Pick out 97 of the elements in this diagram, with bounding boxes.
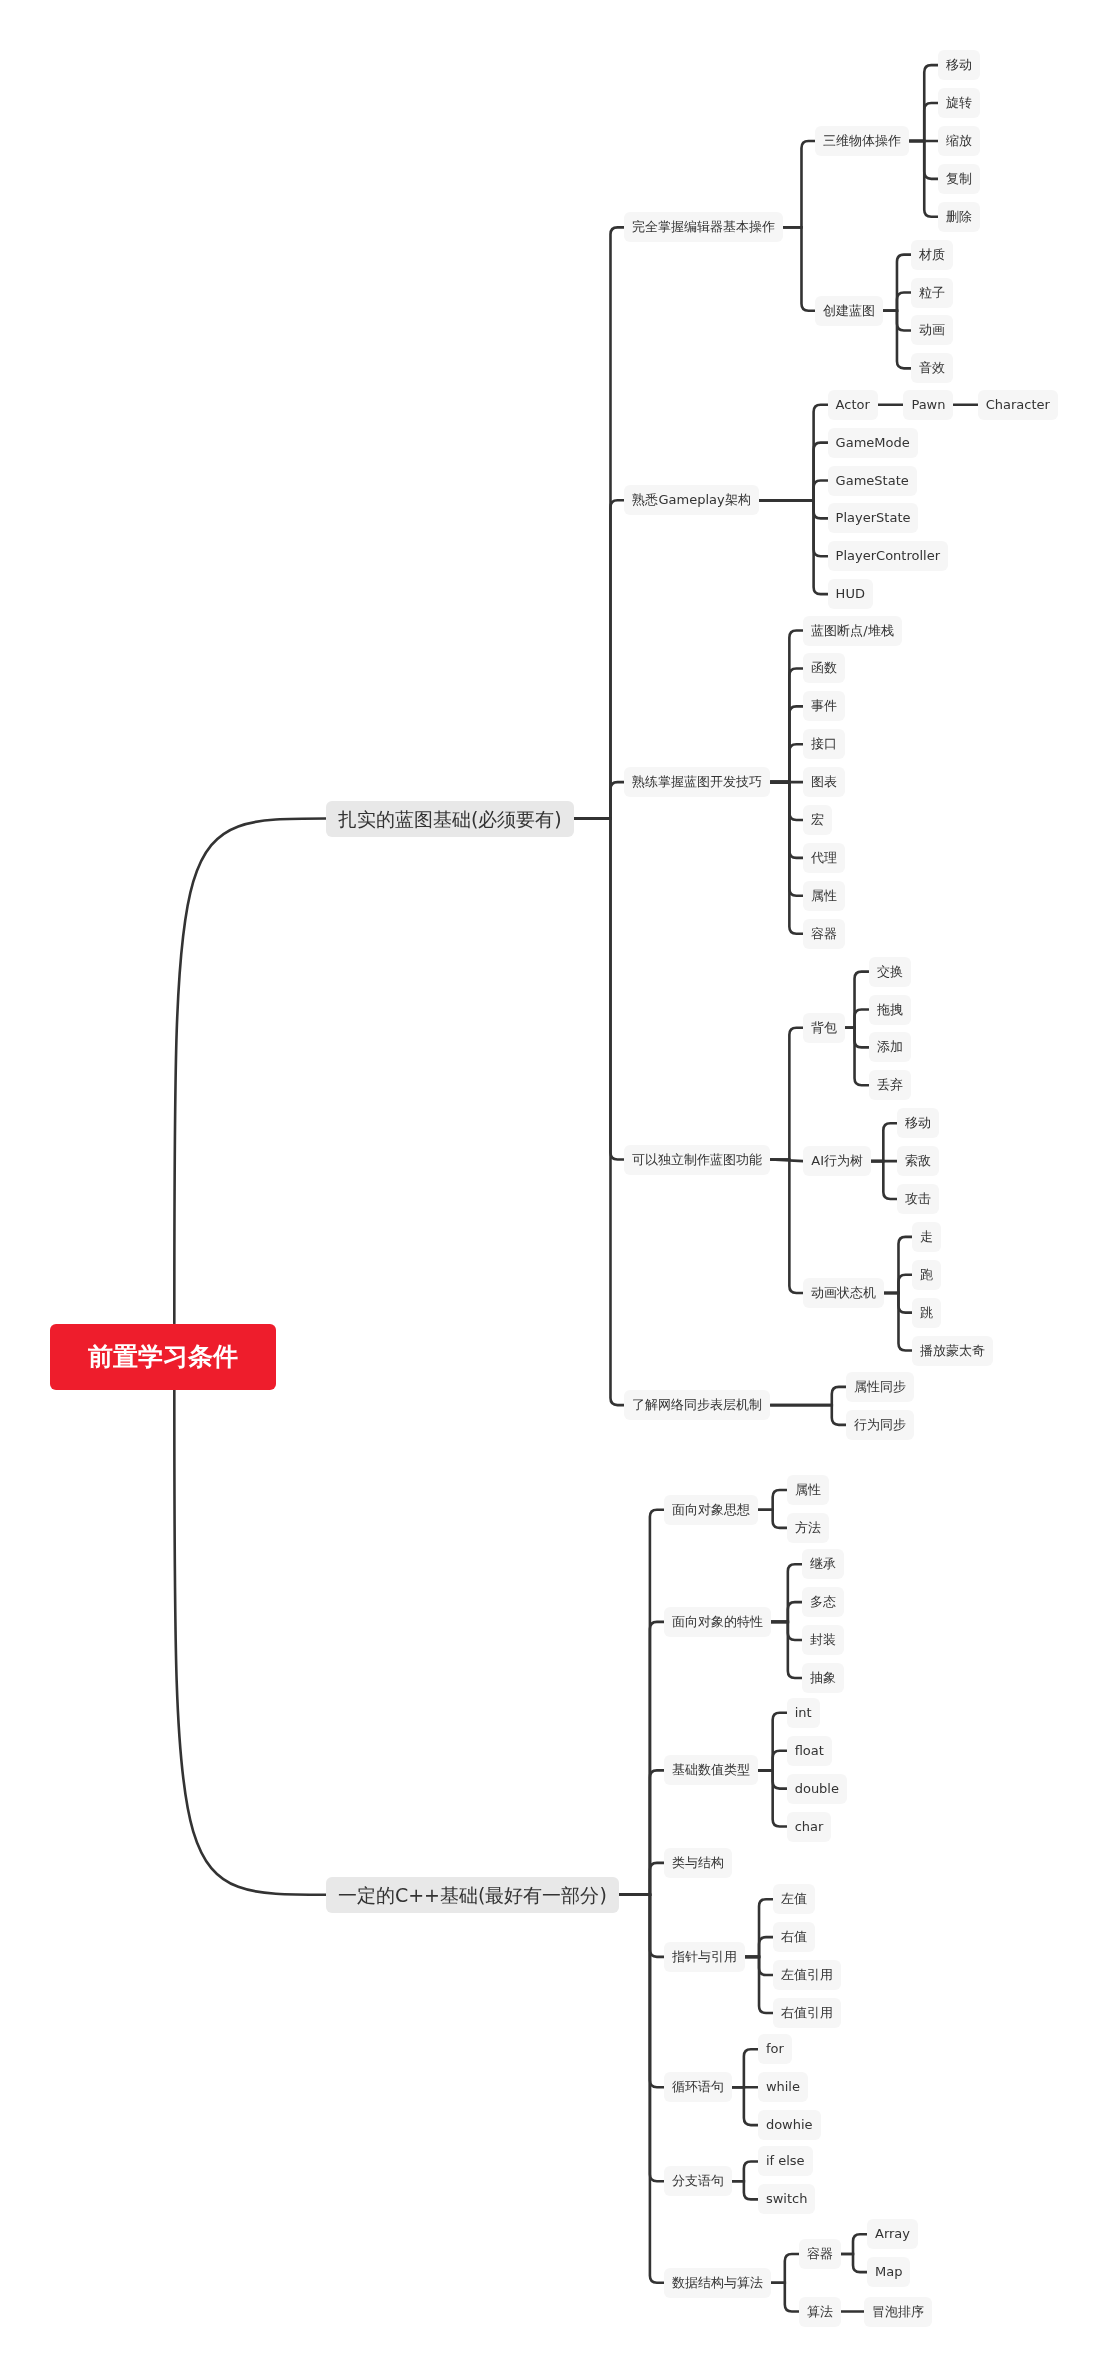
subtopic: 走 — [912, 1221, 942, 1252]
subtopic: Character — [977, 389, 1058, 420]
subtopic: 宏 — [803, 805, 833, 836]
main-topic: 一定的C++基础(最好有一部分) — [325, 1876, 619, 1913]
subtopic: 接口 — [803, 729, 846, 760]
branch-line — [743, 1955, 775, 2015]
subtopic: 行为同步 — [845, 1409, 914, 1440]
subtopic: HUD — [827, 579, 873, 610]
subtopic: 继承 — [801, 1549, 844, 1580]
subtopic: 抽象 — [801, 1662, 844, 1693]
subtopic: int — [786, 1697, 820, 1728]
subtopic: 交换 — [868, 956, 911, 987]
subtopic: 容器 — [803, 918, 846, 949]
subtopic: while — [757, 2072, 808, 2103]
subtopic: 背包 — [803, 1012, 846, 1043]
subtopic: 代理 — [803, 842, 846, 873]
branch-line — [883, 1291, 914, 1352]
subtopic: PlayerState — [827, 503, 919, 534]
branch-line — [908, 139, 940, 219]
subtopic: 拖拽 — [868, 994, 911, 1025]
subtopic: 右值 — [773, 1922, 816, 1953]
branch-line — [876, 403, 905, 406]
subtopic: 属性 — [786, 1475, 829, 1505]
subtopic: 左值引用 — [773, 1960, 842, 1991]
subtopic: 封装 — [801, 1625, 844, 1656]
subtopic: 完全掌握编辑器基本操作 — [624, 212, 784, 243]
subtopic: 跳 — [912, 1297, 942, 1328]
subtopic: char — [786, 1811, 832, 1842]
subtopic: 创建蓝图 — [815, 295, 884, 326]
subtopic: 面向对象思想 — [663, 1494, 758, 1525]
branch-line — [756, 1769, 788, 1828]
subtopic: Map — [867, 2257, 911, 2288]
branch-line — [756, 1508, 788, 1530]
subtopic: 攻击 — [897, 1183, 940, 1214]
subtopic: Actor — [827, 389, 878, 420]
subtopic: 复制 — [938, 163, 981, 194]
subtopic: 指针与引用 — [663, 1941, 745, 1972]
subtopic: 删除 — [938, 201, 981, 232]
subtopic: 移动 — [938, 50, 981, 81]
subtopic: 跑 — [912, 1259, 942, 1290]
subtopic: 函数 — [803, 653, 846, 684]
subtopic: 熟悉Gameplay架构 — [624, 485, 759, 516]
subtopic: 类与结构 — [663, 1847, 732, 1878]
subtopic: 事件 — [803, 691, 846, 722]
subtopic: 属性 — [803, 880, 846, 911]
subtopic: Array — [867, 2219, 919, 2250]
branch-line — [952, 403, 979, 406]
subtopic: 三维物体操作 — [815, 125, 910, 156]
branch-line — [839, 2252, 869, 2274]
subtopic: 右值引用 — [773, 1997, 842, 2028]
subtopic: 蓝图断点/堆栈 — [803, 615, 902, 646]
branch-line — [769, 1158, 805, 1295]
subtopic: 粒子 — [910, 277, 953, 308]
subtopic: 材质 — [910, 239, 953, 270]
subtopic: 属性同步 — [845, 1371, 914, 1402]
subtopic: 缩放 — [938, 125, 981, 156]
branch-line — [844, 1026, 870, 1087]
subtopic: 动画状态机 — [803, 1277, 885, 1308]
subtopic: 容器 — [798, 2238, 841, 2269]
subtopic: AI行为树 — [803, 1146, 872, 1177]
subtopic: switch — [757, 2184, 816, 2215]
subtopic: 播放蒙太奇 — [912, 1335, 994, 1366]
subtopic: 音效 — [910, 353, 953, 384]
subtopic: GameState — [827, 465, 917, 496]
subtopic: 左值 — [773, 1884, 816, 1915]
subtopic: 添加 — [868, 1032, 911, 1063]
branch-line — [782, 226, 817, 313]
central-topic: 前置学习条件 — [50, 1323, 276, 1390]
subtopic: dowhie — [757, 2110, 821, 2141]
subtopic: PlayerController — [827, 541, 948, 572]
subtopic: 可以独立制作蓝图功能 — [624, 1144, 771, 1175]
subtopic: Pawn — [903, 389, 954, 420]
subtopic: 算法 — [798, 2296, 841, 2327]
subtopic: 熟练掌握蓝图开发技巧 — [624, 767, 771, 798]
subtopic: double — [786, 1773, 847, 1804]
subtopic: 冒泡排序 — [864, 2296, 932, 2327]
subtopic: 方法 — [786, 1512, 829, 1543]
subtopic: GameMode — [827, 427, 918, 458]
branch-line — [757, 498, 829, 596]
subtopic: 基础数值类型 — [663, 1755, 758, 1786]
branch-line — [769, 780, 805, 935]
subtopic: 图表 — [803, 767, 846, 798]
subtopic: 动画 — [910, 315, 953, 346]
subtopic: 多态 — [801, 1587, 844, 1618]
subtopic: 循环语句 — [663, 2072, 732, 2103]
subtopic: 旋转 — [938, 88, 981, 119]
subtopic: 分支语句 — [663, 2166, 732, 2197]
subtopic: 数据结构与算法 — [663, 2267, 771, 2298]
subtopic: 丢弃 — [868, 1070, 911, 1101]
subtopic: if else — [757, 2146, 813, 2177]
subtopic: 索敌 — [897, 1146, 940, 1177]
subtopic: for — [757, 2034, 792, 2065]
main-topic: 扎实的蓝图基础(必须要有) — [325, 800, 574, 837]
subtopic: 面向对象的特性 — [663, 1606, 771, 1637]
subtopic: 了解网络同步表层机制 — [624, 1390, 771, 1421]
subtopic: float — [786, 1735, 832, 1766]
subtopic: 移动 — [897, 1108, 940, 1139]
